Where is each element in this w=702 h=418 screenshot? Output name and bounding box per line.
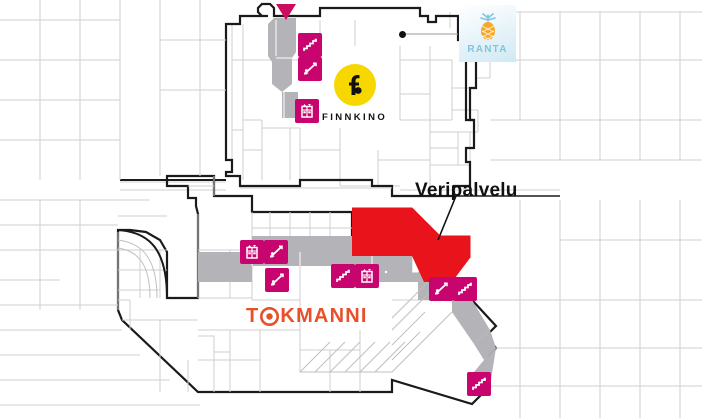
elevator-icon — [246, 245, 258, 259]
elevator-icon[interactable] — [355, 264, 379, 288]
lower-left-details — [187, 335, 230, 392]
escalator-icon — [434, 282, 448, 295]
escalator-icon[interactable] — [429, 277, 453, 301]
escalator-icon[interactable] — [265, 268, 289, 292]
diagonal-bay-edge — [300, 311, 453, 373]
elevator-icon[interactable] — [295, 99, 319, 123]
escalator-icon[interactable] — [264, 240, 288, 264]
escalator-icon[interactable] — [298, 57, 322, 81]
veripalvelu-leader-line — [437, 195, 457, 241]
finnkino-brand[interactable]: FINNKINO — [322, 64, 387, 123]
stairs-icon — [472, 377, 486, 390]
escalator-icon — [270, 273, 284, 286]
tokmanni-brand[interactable]: T KMANNI — [246, 305, 368, 328]
bullseye-icon — [260, 307, 280, 326]
elevator-icon — [361, 269, 373, 283]
stairs-icon[interactable] — [331, 264, 355, 288]
ranta-wordmark: RANTA — [467, 44, 508, 55]
pineapple-icon — [479, 13, 496, 41]
escalator-icon — [269, 245, 283, 258]
upper-circulation-core — [268, 18, 298, 118]
stairs-icon — [336, 269, 350, 282]
elevator-icon[interactable] — [240, 240, 264, 264]
stairs-icon — [303, 38, 317, 51]
elevator-icon — [301, 104, 313, 118]
veripalvelu-highlight-area — [352, 208, 470, 282]
veripalvelu-label: Veripalvelu — [415, 180, 518, 201]
upper-lower-divider — [120, 181, 560, 191]
finnkino-wordmark: FINNKINO — [322, 112, 388, 123]
entrance-marker-icon[interactable] — [276, 4, 296, 20]
finnkino-logo-icon — [333, 64, 376, 106]
curved-ramp-inner — [117, 239, 158, 299]
stairs-icon[interactable] — [453, 277, 477, 301]
stairs-icon[interactable] — [467, 372, 491, 396]
upper-circulation-core-lines — [275, 20, 292, 118]
curved-ramp — [117, 229, 168, 299]
escalator-icon — [303, 62, 317, 75]
stairs-icon — [458, 282, 472, 295]
tokmanni-wordmark-pre: T — [246, 305, 260, 327]
location-dot-icon — [399, 31, 406, 38]
ranta-logo[interactable]: RANTA — [459, 5, 516, 62]
tokmanni-wordmark-post: KMANNI — [280, 305, 368, 327]
finnkino-f-glyph — [348, 75, 362, 95]
stairs-icon[interactable] — [298, 33, 322, 57]
